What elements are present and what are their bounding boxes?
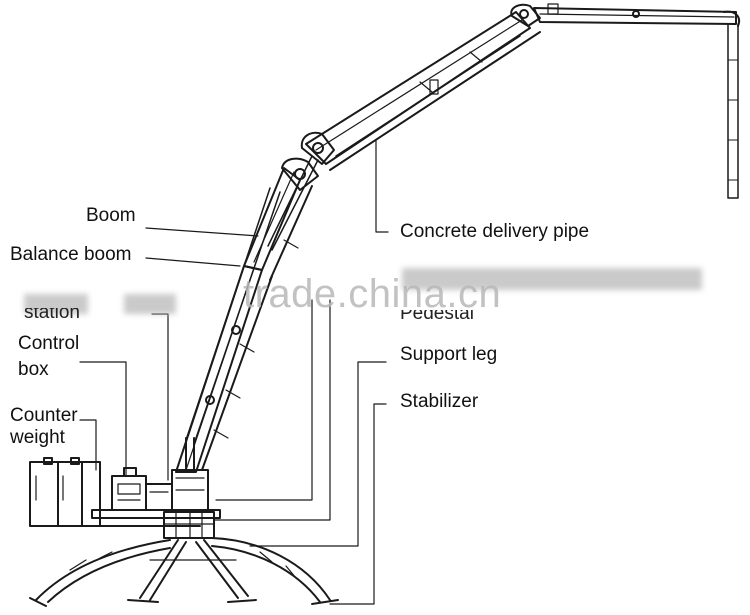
label-boom: Boom — [86, 205, 136, 226]
label-stabilizer: Stabilizer — [400, 391, 479, 412]
label-pedestal-partial: Pedestal — [400, 310, 474, 323]
leader-control-box — [79, 361, 127, 477]
blurred-patch-right — [402, 268, 702, 290]
support-legs — [29, 537, 339, 607]
blurred-patch-left-2 — [124, 294, 176, 314]
leader-lines — [79, 139, 389, 605]
blurred-patch-left-1 — [24, 294, 88, 314]
control-box-shape — [91, 467, 221, 527]
drop-hose — [727, 23, 739, 199]
label-support-leg: Support leg — [400, 344, 498, 365]
label-balance-boom: Balance boom — [10, 244, 132, 265]
label-control-box-line2: box — [18, 359, 49, 380]
counter-weight-block — [29, 457, 101, 527]
label-station-partial: station — [24, 308, 80, 321]
leader-stabilizer — [329, 403, 387, 605]
leader-station — [151, 313, 169, 481]
pedestal-shape — [163, 437, 215, 539]
label-counter-weight-line2: weight — [10, 427, 65, 448]
boom-tip-section — [533, 3, 740, 199]
label-control-box-line1: Control — [18, 333, 80, 354]
leader-pedestal — [215, 299, 313, 501]
label-counter-weight-line1: Counter — [10, 405, 78, 426]
boom-middle-section — [243, 157, 319, 281]
leader-boom — [145, 227, 259, 237]
leader-balance-boom — [145, 257, 241, 267]
leader-concrete-delivery-pipe — [375, 139, 389, 233]
boom-upper-section — [300, 3, 541, 171]
leader-counter-weight — [79, 419, 97, 471]
label-concrete-delivery-pipe: Concrete delivery pipe — [400, 221, 590, 242]
watermark-text: trade.china.cn — [243, 272, 502, 316]
hydraulic-cylinders — [185, 35, 521, 445]
leader-support-leg — [249, 361, 387, 547]
